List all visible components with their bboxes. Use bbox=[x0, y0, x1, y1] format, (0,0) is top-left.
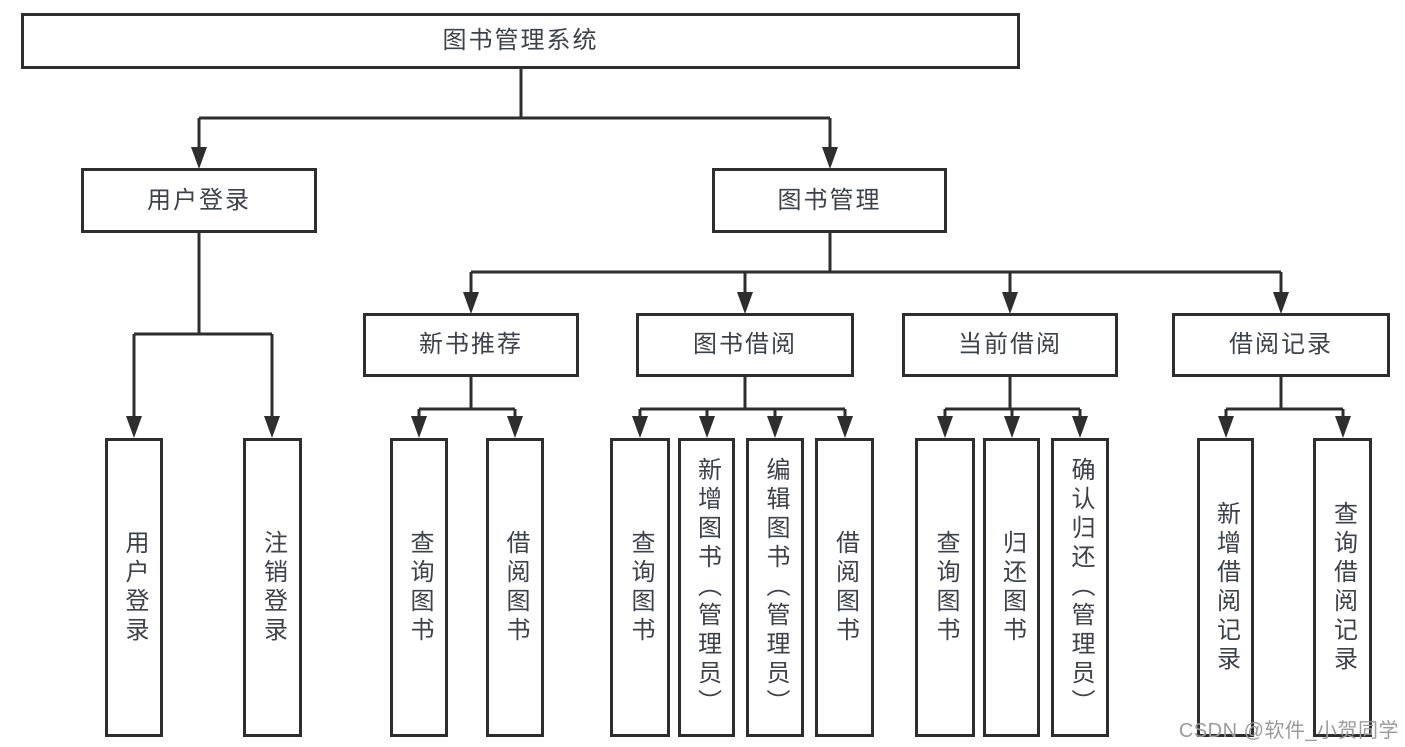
leaf-logout: 注销登录 bbox=[243, 438, 302, 737]
node-library-management-system: 图书管理系统 bbox=[21, 13, 1020, 69]
node-label: 借阅图书 bbox=[831, 529, 859, 646]
node-label: 查询借阅记录 bbox=[1329, 500, 1357, 675]
node-label: 图书管理系统 bbox=[442, 27, 599, 54]
node-label: 图书管理 bbox=[777, 186, 882, 214]
leaf-user-login: 用户登录 bbox=[105, 438, 163, 737]
node-label: 用户登录 bbox=[147, 186, 251, 214]
leaf-edit-books-admin: 编辑图书（管理员） bbox=[746, 438, 804, 737]
leaf-add-books-admin: 新增图书（管理员） bbox=[678, 438, 735, 737]
node-label: 归还图书 bbox=[998, 529, 1026, 646]
node-label: 注销登录 bbox=[259, 529, 287, 646]
node-label: 新增图书（管理员） bbox=[693, 457, 721, 718]
leaf-query-books-current: 查询图书 bbox=[915, 438, 975, 737]
node-label: 编辑图书（管理员） bbox=[762, 457, 789, 718]
leaf-query-books-borrow: 查询图书 bbox=[610, 438, 670, 737]
node-label: 借阅图书 bbox=[502, 529, 529, 646]
node-label: 查询图书 bbox=[932, 529, 959, 646]
node-new-book-recommendation: 新书推荐 bbox=[363, 313, 579, 377]
node-user-login: 用户登录 bbox=[81, 168, 317, 233]
leaf-borrow-books-rec: 借阅图书 bbox=[486, 438, 544, 737]
node-label: 查询图书 bbox=[406, 529, 433, 646]
leaf-confirm-return-admin: 确认归还（管理员） bbox=[1051, 438, 1109, 737]
node-borrowing-records: 借阅记录 bbox=[1172, 313, 1390, 377]
leaf-borrow-books: 借阅图书 bbox=[815, 438, 874, 737]
node-label: 新增借阅记录 bbox=[1212, 500, 1240, 675]
node-label: 图书借阅 bbox=[693, 331, 797, 358]
node-book-borrowing: 图书借阅 bbox=[636, 313, 854, 377]
node-current-borrowing: 当前借阅 bbox=[902, 313, 1118, 377]
node-book-management: 图书管理 bbox=[712, 168, 947, 233]
node-label: 确认归还（管理员） bbox=[1067, 457, 1094, 718]
watermark: CSDN @软件_小贺同学 bbox=[1178, 720, 1399, 742]
node-label: 新书推荐 bbox=[419, 331, 523, 358]
node-label: 当前借阅 bbox=[958, 331, 1062, 358]
node-label: 查询图书 bbox=[627, 529, 654, 646]
leaf-query-borrow-record: 查询借阅记录 bbox=[1313, 438, 1372, 737]
leaf-add-borrow-record: 新增借阅记录 bbox=[1197, 438, 1254, 737]
node-label: 借阅记录 bbox=[1229, 331, 1333, 358]
leaf-query-books-rec: 查询图书 bbox=[390, 438, 448, 737]
node-label: 用户登录 bbox=[121, 529, 148, 646]
leaf-return-books: 归还图书 bbox=[983, 438, 1040, 737]
